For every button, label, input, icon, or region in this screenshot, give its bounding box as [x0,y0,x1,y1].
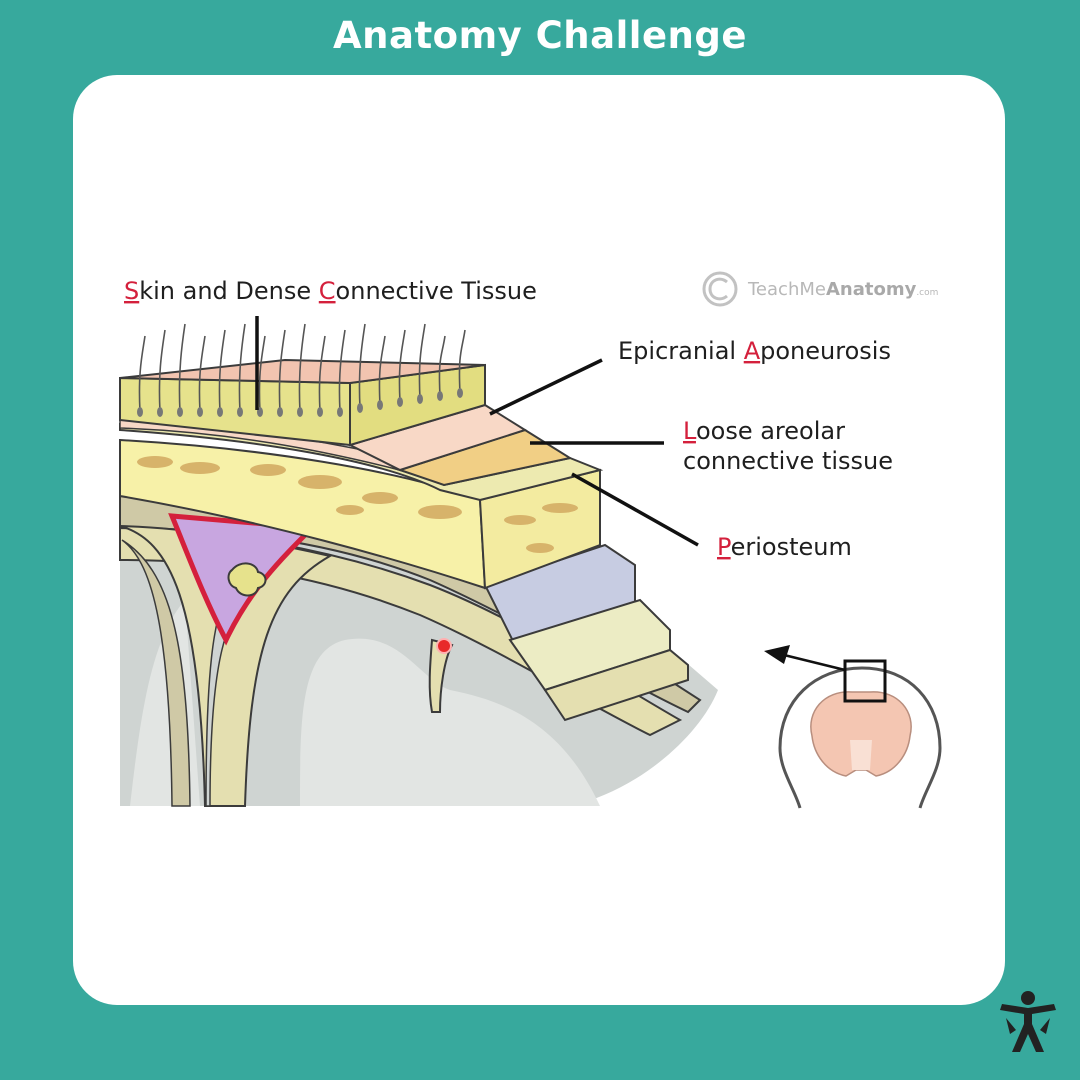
diagram-card: Skin and Dense Connective Tissue Epicran… [73,75,1005,1005]
vein-point [436,638,452,654]
label-skin: Skin and Dense Connective Tissue [124,277,537,305]
hair-follicles [137,323,466,417]
skin-top [119,358,486,385]
svg-text:TeachMeAnatomy.com: TeachMeAnatomy.com [747,279,938,300]
label-aponeurosis: Epicranial Aponeurosis [618,337,891,365]
arrow-icon [764,645,790,664]
page-title: Anatomy Challenge [333,14,747,57]
human-figure-logo-icon [1000,991,1056,1052]
bone-spots [137,456,578,553]
label-periosteum: Periosteum [717,533,852,561]
head-inset [764,645,942,809]
label-loose-areolar-line2: connective tissue [683,447,893,475]
inset-box [843,659,887,703]
watermark: TeachMeAnatomy.com [702,271,938,307]
arachnoid-granulation [227,562,267,597]
leader-lines [255,316,699,547]
scalp-layers-diagram: Skin and Dense Connective Tissue Epicran… [119,271,942,809]
copyright-icon [702,271,738,307]
label-loose-areolar: Loose areolar [683,417,845,445]
bridging-vein [428,638,454,713]
layer-steps [483,543,689,722]
